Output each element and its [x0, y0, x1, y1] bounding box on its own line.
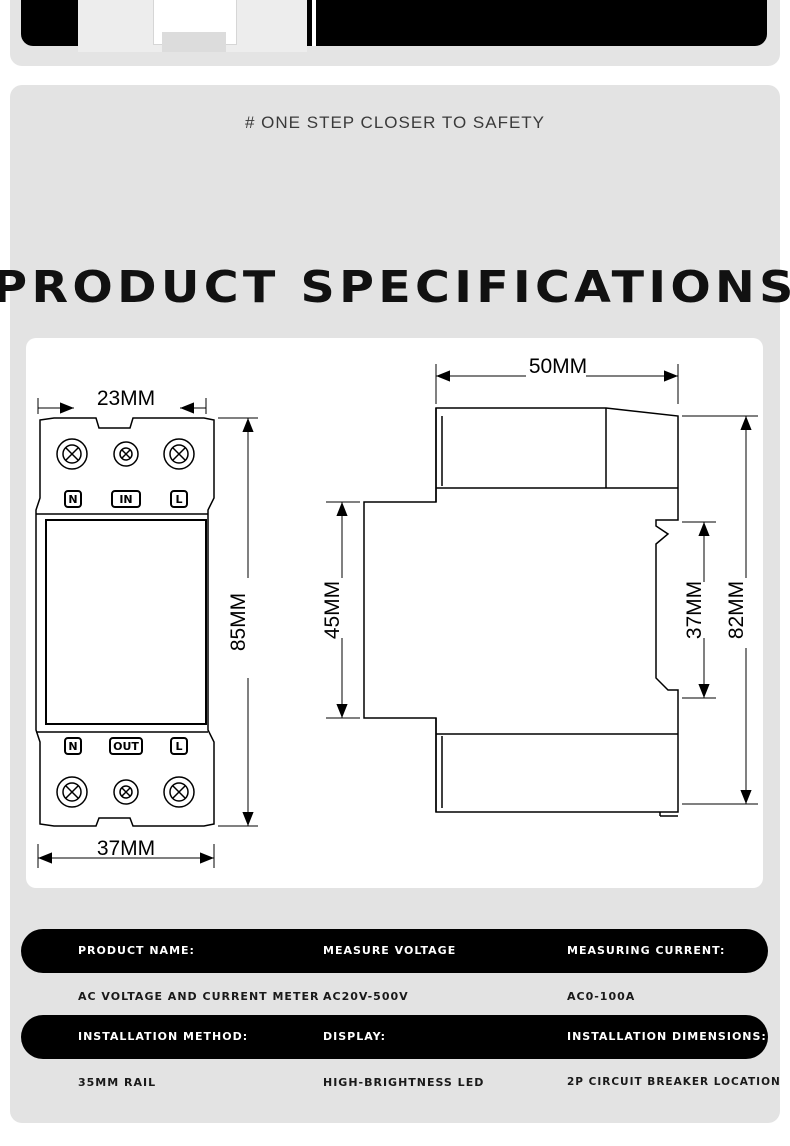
dimension-lines-side	[326, 364, 758, 805]
terminal-screw-icon	[163, 438, 195, 470]
spec-label-measuring-current: MEASURING CURRENT:	[567, 944, 726, 957]
side-view	[363, 407, 679, 817]
dimension-lines-front	[37, 398, 258, 868]
spec-header-bar	[21, 1015, 768, 1059]
terminal-screw-icon	[56, 776, 88, 808]
spec-value-measuring-current: AC0-100A	[567, 990, 636, 1003]
terminal-screw-icon	[163, 776, 195, 808]
spec-value-installation-dimensions: 2P CIRCUIT BREAKER LOCATION	[567, 1076, 781, 1088]
spec-header-bar	[21, 929, 768, 973]
terminal-label: OUT	[113, 740, 139, 753]
dimension-diagram: N IN L N OUT L 23MM 37MM 85MM	[26, 338, 763, 888]
terminal-label: N	[68, 493, 77, 506]
device-clip	[162, 32, 226, 52]
image-divider	[312, 0, 316, 46]
spec-label-installation-method: INSTALLATION METHOD:	[78, 1030, 249, 1043]
dimension-drawing: N IN L N OUT L 23MM 37MM 85MM	[35, 355, 758, 868]
dimension-label: 85MM	[227, 593, 250, 651]
terminal-label: L	[175, 493, 182, 506]
terminal-label: N	[68, 740, 77, 753]
dimension-label: 50MM	[529, 355, 587, 378]
dimension-label: 45MM	[321, 581, 344, 639]
page-title: PRODUCT SPECIFICATIONS	[0, 262, 790, 313]
terminal-screw-icon	[56, 438, 88, 470]
terminal-screw-icon	[113, 779, 139, 805]
spec-value-display: HIGH-BRIGHTNESS LED	[323, 1076, 485, 1089]
dimension-label: 37MM	[97, 837, 155, 860]
terminal-screw-icon	[113, 441, 139, 467]
terminal-label: L	[175, 740, 182, 753]
spec-label-measure-voltage: MEASURE VOLTAGE	[323, 944, 457, 957]
device-photo-crop	[78, 0, 307, 52]
tagline: # ONE STEP CLOSER TO SAFETY	[244, 113, 546, 132]
spec-label-display: DISPLAY:	[323, 1030, 387, 1043]
spec-value-installation-method: 35MM RAIL	[78, 1076, 157, 1089]
spec-label-product-name: PRODUCT NAME:	[78, 944, 195, 957]
terminal-label: IN	[119, 493, 132, 506]
dimension-label: 82MM	[725, 581, 748, 639]
dimension-label: 23MM	[97, 387, 155, 410]
front-view	[35, 417, 215, 827]
spec-value-product-name: AC VOLTAGE AND CURRENT METER	[78, 990, 320, 1003]
spec-label-installation-dimensions: INSTALLATION DIMENSIONS:	[567, 1030, 767, 1043]
dimension-label: 37MM	[683, 581, 706, 639]
spec-value-measure-voltage: AC20V-500V	[323, 990, 409, 1003]
